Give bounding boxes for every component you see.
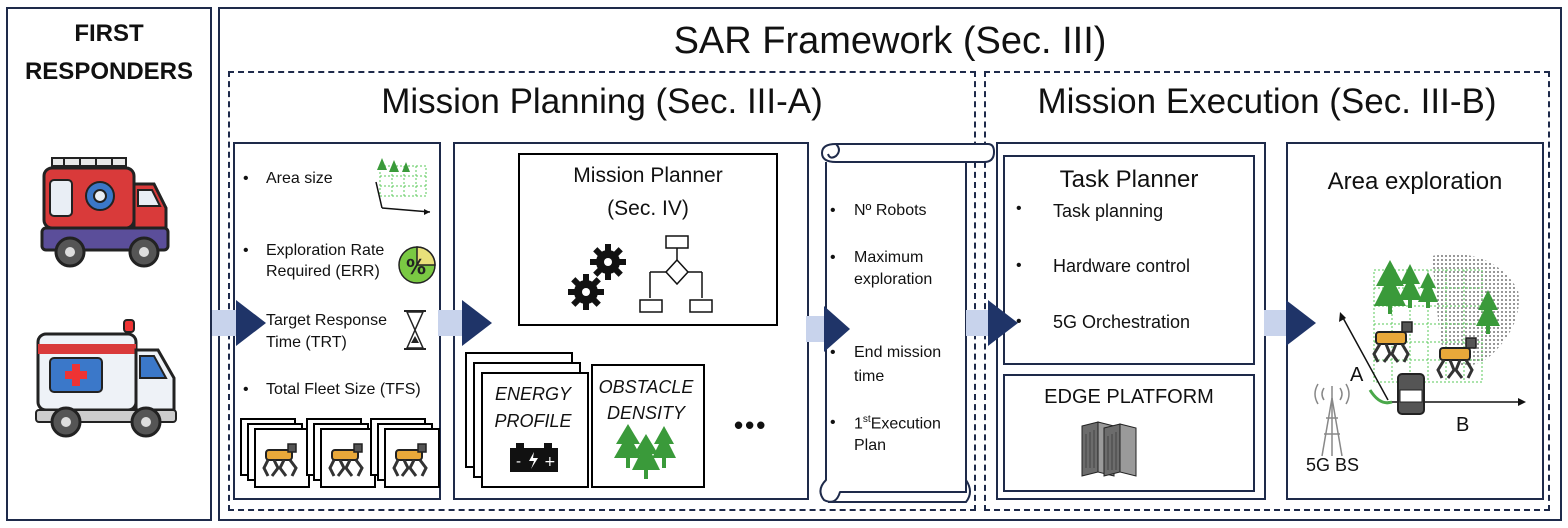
input-tfs: Total Fleet Size (TFS) xyxy=(266,381,421,398)
responders-title-line2: RESPONDERS xyxy=(24,58,194,85)
input-trt-line1: Target Response xyxy=(266,312,387,329)
scroll-item-robots: Nº Robots xyxy=(854,202,927,219)
plan-word: Execution xyxy=(870,415,941,433)
scroll-item-end-line1: End mission xyxy=(854,344,942,361)
bullet-dot: • xyxy=(1016,313,1022,330)
edge-platform-box xyxy=(1003,374,1255,492)
obstacle-density-line1: OBSTACLE xyxy=(598,377,694,397)
first-responders-panel xyxy=(6,7,212,521)
robot-dog-icon xyxy=(1436,337,1477,379)
gears-icon xyxy=(568,244,626,310)
bullet-dot: • xyxy=(1016,257,1022,274)
svg-text:%: % xyxy=(406,255,426,279)
bullet-dot: • xyxy=(243,242,249,259)
planner-box xyxy=(518,153,778,326)
input-trt-line2: Time (TRT) xyxy=(266,334,347,351)
base-station-label: 5G BS xyxy=(1306,455,1360,475)
scroll-item-end-line2: time xyxy=(854,368,885,385)
robot-dog-icon xyxy=(1372,321,1413,363)
sar-framework-panel xyxy=(218,7,1562,521)
robot-dog-icon xyxy=(392,443,428,477)
robot-dog-icon xyxy=(262,443,298,477)
execution-title: Mission Execution (Sec. III-B) xyxy=(1037,82,1497,121)
responders-title-line1: FIRST xyxy=(74,20,144,47)
scroll-item-max-line2: exploration xyxy=(854,271,933,288)
input-area-size: Area size xyxy=(266,170,333,187)
server-rack-icon xyxy=(1081,421,1137,477)
scroll-item-max-line1: Maximum xyxy=(854,249,924,266)
scroll-item-plan-line1: 1stExecution xyxy=(854,414,941,433)
plan-ordinal: 1 xyxy=(854,415,863,433)
ellipsis: ••• xyxy=(734,410,768,440)
task-item-hardware: Hardware control xyxy=(1053,256,1191,276)
hourglass-icon xyxy=(404,310,426,350)
flow-arrow xyxy=(438,300,492,346)
edge-platform-title: EDGE PLATFORM xyxy=(1044,386,1214,408)
mission-execution-region xyxy=(984,71,1550,511)
obstacle-density-card xyxy=(591,364,705,488)
fire-truck-icon xyxy=(40,157,170,268)
energy-profile-line2: PROFILE xyxy=(494,411,572,431)
flow-arrow xyxy=(212,300,266,346)
task-item-5g: 5G Orchestration xyxy=(1053,312,1191,332)
flow-arrow xyxy=(806,306,850,352)
svg-text:+: + xyxy=(544,454,556,470)
battery-icon: - + xyxy=(510,443,558,472)
percent-pie-icon: % xyxy=(398,246,436,284)
framework-title: SAR Framework (Sec. III) xyxy=(673,20,1107,62)
task-item-planning: Task planning xyxy=(1053,201,1164,221)
bullet-dot: • xyxy=(830,344,836,361)
exploration-scene xyxy=(1314,254,1526,457)
bullet-dot: • xyxy=(243,381,249,398)
planner-title-line1: Mission Planner xyxy=(573,164,723,187)
ambulance-icon xyxy=(35,319,177,438)
trees-icon xyxy=(614,424,676,479)
task-planner-title: Task Planner xyxy=(1059,166,1199,193)
area-grid-icon xyxy=(375,158,431,215)
task-planner-box xyxy=(1003,155,1255,365)
bullet-dot: • xyxy=(243,170,249,187)
energy-profile-line1: ENERGY xyxy=(494,384,572,404)
flow-arrow xyxy=(966,300,1018,346)
bullet-dot: • xyxy=(1016,200,1022,217)
bullet-dot: • xyxy=(830,202,836,219)
planner-title-line2: (Sec. IV) xyxy=(607,197,689,220)
input-err-line1: Exploration Rate xyxy=(266,242,385,259)
plan-ordinal-suffix: st xyxy=(862,414,871,425)
obstacle-density-line2: DENSITY xyxy=(606,403,685,423)
bullet-dot: • xyxy=(830,249,836,266)
svg-text:-: - xyxy=(516,454,521,470)
flow-arrow xyxy=(1264,300,1316,346)
input-err-line2: Required (ERR) xyxy=(266,263,380,280)
scroll-item-plan-line2: Plan xyxy=(854,437,887,454)
planning-title: Mission Planning (Sec. III-A) xyxy=(381,82,823,121)
bullet-dot: • xyxy=(830,414,836,431)
area-exploration-title: Area exploration xyxy=(1327,168,1503,195)
fleet-tile xyxy=(384,428,440,488)
path-label-b: B xyxy=(1456,414,1470,436)
path-label-a: A xyxy=(1350,364,1364,386)
mission-planning-region xyxy=(228,71,976,511)
robot-dog-icon xyxy=(328,443,364,477)
flowchart-icon xyxy=(639,235,713,313)
execution-plan-scroll xyxy=(819,143,996,503)
